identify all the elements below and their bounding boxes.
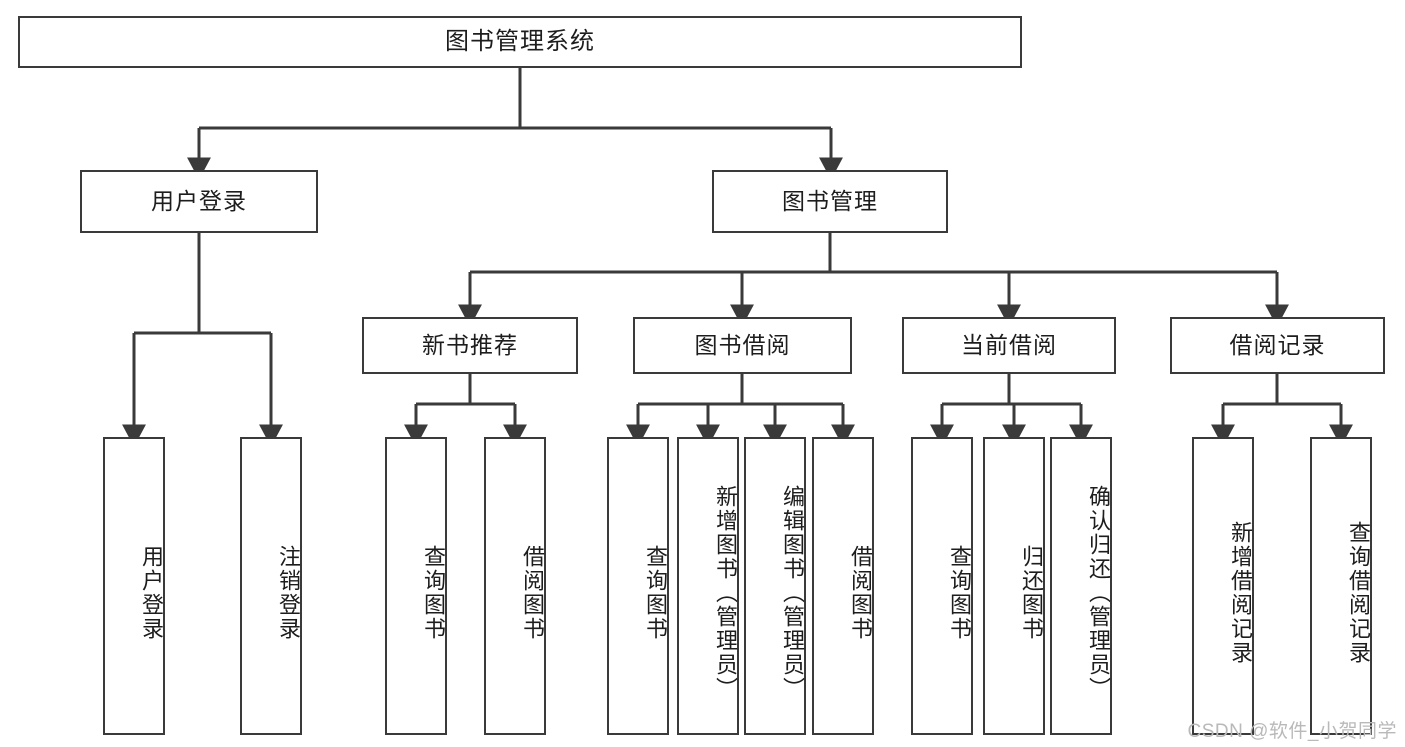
node-book-borrow[interactable]: 图书借阅	[633, 317, 852, 374]
leaf-label: 查询图书	[643, 545, 668, 641]
node-leaf-edit-book[interactable]: 编辑图书（管理员）	[744, 437, 806, 735]
node-leaf-borrow-book-2[interactable]: 借阅图书	[812, 437, 874, 735]
node-leaf-add-record[interactable]: 新增借阅记录	[1192, 437, 1254, 735]
node-leaf-return-book[interactable]: 归还图书	[983, 437, 1045, 735]
node-leaf-query-book-3[interactable]: 查询图书	[911, 437, 973, 735]
node-current-borrow[interactable]: 当前借阅	[902, 317, 1116, 374]
node-leaf-query-book-1[interactable]: 查询图书	[385, 437, 447, 735]
leaf-label: 借阅图书	[848, 545, 873, 641]
leaf-label: 归还图书	[1019, 545, 1044, 641]
node-root[interactable]: 图书管理系统	[18, 16, 1022, 68]
node-leaf-query-record[interactable]: 查询借阅记录	[1310, 437, 1372, 735]
node-borrow-record[interactable]: 借阅记录	[1170, 317, 1385, 374]
node-new-book-recommend[interactable]: 新书推荐	[362, 317, 578, 374]
leaf-label: 查询图书	[421, 545, 446, 641]
leaf-label: 新增图书（管理员）	[713, 485, 738, 701]
leaf-label: 用户登录	[139, 545, 164, 641]
node-leaf-user-logout[interactable]: 注销登录	[240, 437, 302, 735]
leaf-label: 借阅图书	[520, 545, 545, 641]
leaf-label: 查询图书	[947, 545, 972, 641]
node-leaf-add-book[interactable]: 新增图书（管理员）	[677, 437, 739, 735]
leaf-label: 注销登录	[276, 545, 301, 641]
leaf-label: 新增借阅记录	[1228, 521, 1253, 665]
node-book-manage[interactable]: 图书管理	[712, 170, 948, 233]
leaf-label: 确认归还（管理员）	[1086, 485, 1111, 701]
node-leaf-confirm-return[interactable]: 确认归还（管理员）	[1050, 437, 1112, 735]
leaf-label: 查询借阅记录	[1346, 521, 1371, 665]
node-leaf-user-login[interactable]: 用户登录	[103, 437, 165, 735]
leaf-label: 编辑图书（管理员）	[780, 485, 805, 701]
node-user-login[interactable]: 用户登录	[80, 170, 318, 233]
node-leaf-borrow-book-1[interactable]: 借阅图书	[484, 437, 546, 735]
node-leaf-query-book-2[interactable]: 查询图书	[607, 437, 669, 735]
watermark: CSDN @软件_小贺同学	[1187, 721, 1397, 742]
